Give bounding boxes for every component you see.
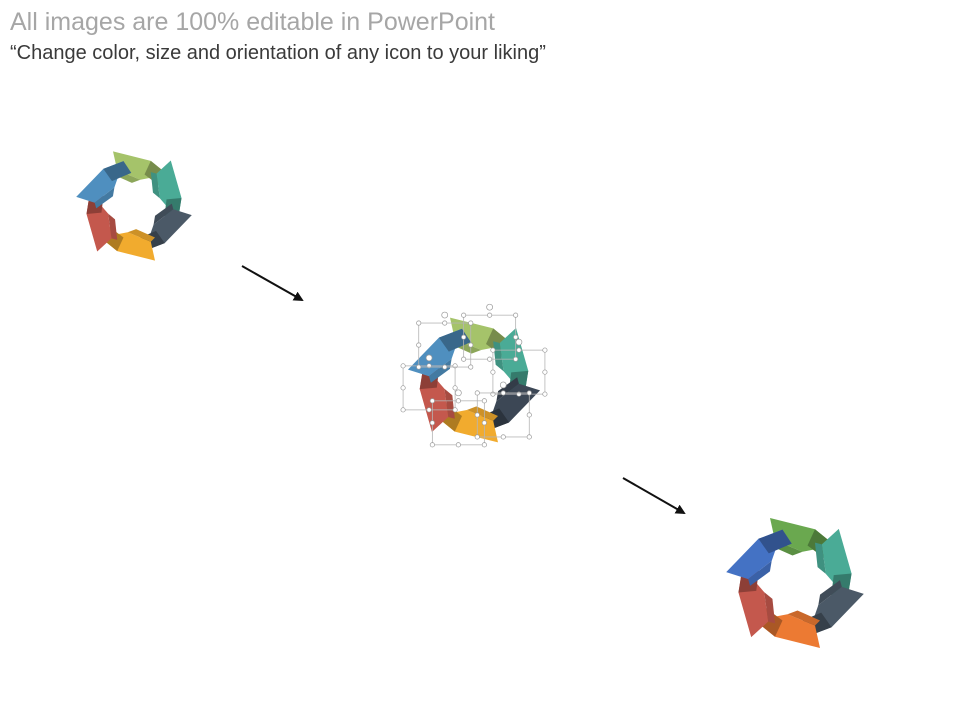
resize-handle[interactable] bbox=[516, 347, 522, 353]
resize-handle[interactable] bbox=[513, 334, 519, 340]
resize-handle[interactable] bbox=[468, 320, 474, 326]
resize-handle[interactable] bbox=[461, 334, 467, 340]
resize-handle[interactable] bbox=[487, 356, 493, 362]
rotate-handle[interactable] bbox=[486, 303, 493, 311]
resize-handle[interactable] bbox=[500, 434, 506, 440]
arrow-right-down-icon bbox=[622, 477, 686, 514]
rotate-handle[interactable] bbox=[499, 381, 507, 389]
resize-handle[interactable] bbox=[461, 312, 467, 318]
arrow-edge bbox=[814, 542, 826, 574]
resize-handle[interactable] bbox=[416, 342, 422, 348]
resize-handle[interactable] bbox=[455, 442, 461, 448]
arrow-fold bbox=[103, 161, 132, 182]
resize-handle[interactable] bbox=[455, 398, 461, 404]
arrow-edge bbox=[493, 341, 504, 372]
arrow-edge bbox=[127, 229, 155, 242]
resize-handle[interactable] bbox=[481, 420, 487, 426]
arrow-edge bbox=[496, 377, 519, 402]
resize-handle[interactable] bbox=[487, 312, 493, 318]
resize-handle[interactable] bbox=[500, 390, 506, 396]
resize-handle[interactable] bbox=[400, 385, 406, 391]
arrow-edge bbox=[748, 560, 772, 586]
arrow-edge bbox=[466, 406, 498, 421]
resize-handle[interactable] bbox=[513, 312, 519, 318]
slide-subtitle: “Change color, size and orientation of a… bbox=[10, 42, 546, 64]
resize-handle[interactable] bbox=[429, 398, 435, 404]
resize-handle[interactable] bbox=[429, 420, 435, 426]
circular-arrows-icon-selected[interactable] bbox=[400, 303, 548, 448]
arrow-edge bbox=[150, 172, 160, 199]
arrow-edge bbox=[94, 187, 115, 209]
resize-handle[interactable] bbox=[416, 364, 422, 370]
resize-handle[interactable] bbox=[400, 363, 406, 369]
resize-handle[interactable] bbox=[474, 390, 480, 396]
arrow-segment-blue bbox=[76, 161, 132, 209]
resize-handle[interactable] bbox=[452, 407, 458, 413]
rotate-handle[interactable] bbox=[425, 354, 433, 362]
resize-handle[interactable] bbox=[474, 434, 480, 440]
resize-handle[interactable] bbox=[426, 407, 432, 413]
resize-handle[interactable] bbox=[442, 320, 448, 326]
resize-handle[interactable] bbox=[526, 390, 532, 396]
resize-handle[interactable] bbox=[481, 442, 487, 448]
arrow-edge bbox=[818, 580, 842, 606]
resize-handle[interactable] bbox=[429, 442, 435, 448]
resize-handle[interactable] bbox=[490, 369, 496, 375]
resize-handle[interactable] bbox=[452, 385, 458, 391]
slide-title: All images are 100% editable in PowerPoi… bbox=[10, 8, 495, 36]
resize-handle[interactable] bbox=[474, 412, 480, 418]
resize-handle[interactable] bbox=[468, 342, 474, 348]
resize-handle[interactable] bbox=[542, 391, 548, 397]
resize-handle[interactable] bbox=[468, 364, 474, 370]
resize-handle[interactable] bbox=[542, 347, 548, 353]
resize-handle[interactable] bbox=[461, 356, 467, 362]
resize-handle[interactable] bbox=[400, 407, 406, 413]
rotate-handle[interactable] bbox=[441, 311, 449, 319]
arrow-edge bbox=[108, 213, 118, 240]
rotate-handle[interactable] bbox=[455, 389, 462, 397]
arrow-fold bbox=[758, 529, 792, 554]
arrow-edge bbox=[429, 358, 452, 383]
resize-handle[interactable] bbox=[481, 398, 487, 404]
circular-arrows-icon[interactable] bbox=[70, 150, 198, 263]
arrow-edge bbox=[444, 388, 455, 419]
arrow-edge bbox=[764, 592, 776, 624]
circular-arrows-icon-recolored[interactable] bbox=[719, 516, 872, 650]
rotate-handle[interactable] bbox=[515, 338, 523, 346]
arrow-edge bbox=[153, 203, 174, 225]
arrow-segment-blue bbox=[726, 529, 792, 586]
arrow-right-down-icon bbox=[241, 265, 304, 301]
resize-handle[interactable] bbox=[490, 347, 496, 353]
arrow-edge bbox=[787, 610, 820, 626]
resize-handle[interactable] bbox=[416, 320, 422, 326]
resize-handle[interactable] bbox=[442, 364, 448, 370]
resize-handle[interactable] bbox=[526, 412, 532, 418]
arrow-fold bbox=[438, 328, 471, 352]
resize-handle[interactable] bbox=[542, 369, 548, 375]
resize-handle[interactable] bbox=[513, 356, 519, 362]
arrow-segment-blue bbox=[407, 328, 471, 383]
resize-handle[interactable] bbox=[526, 434, 532, 440]
